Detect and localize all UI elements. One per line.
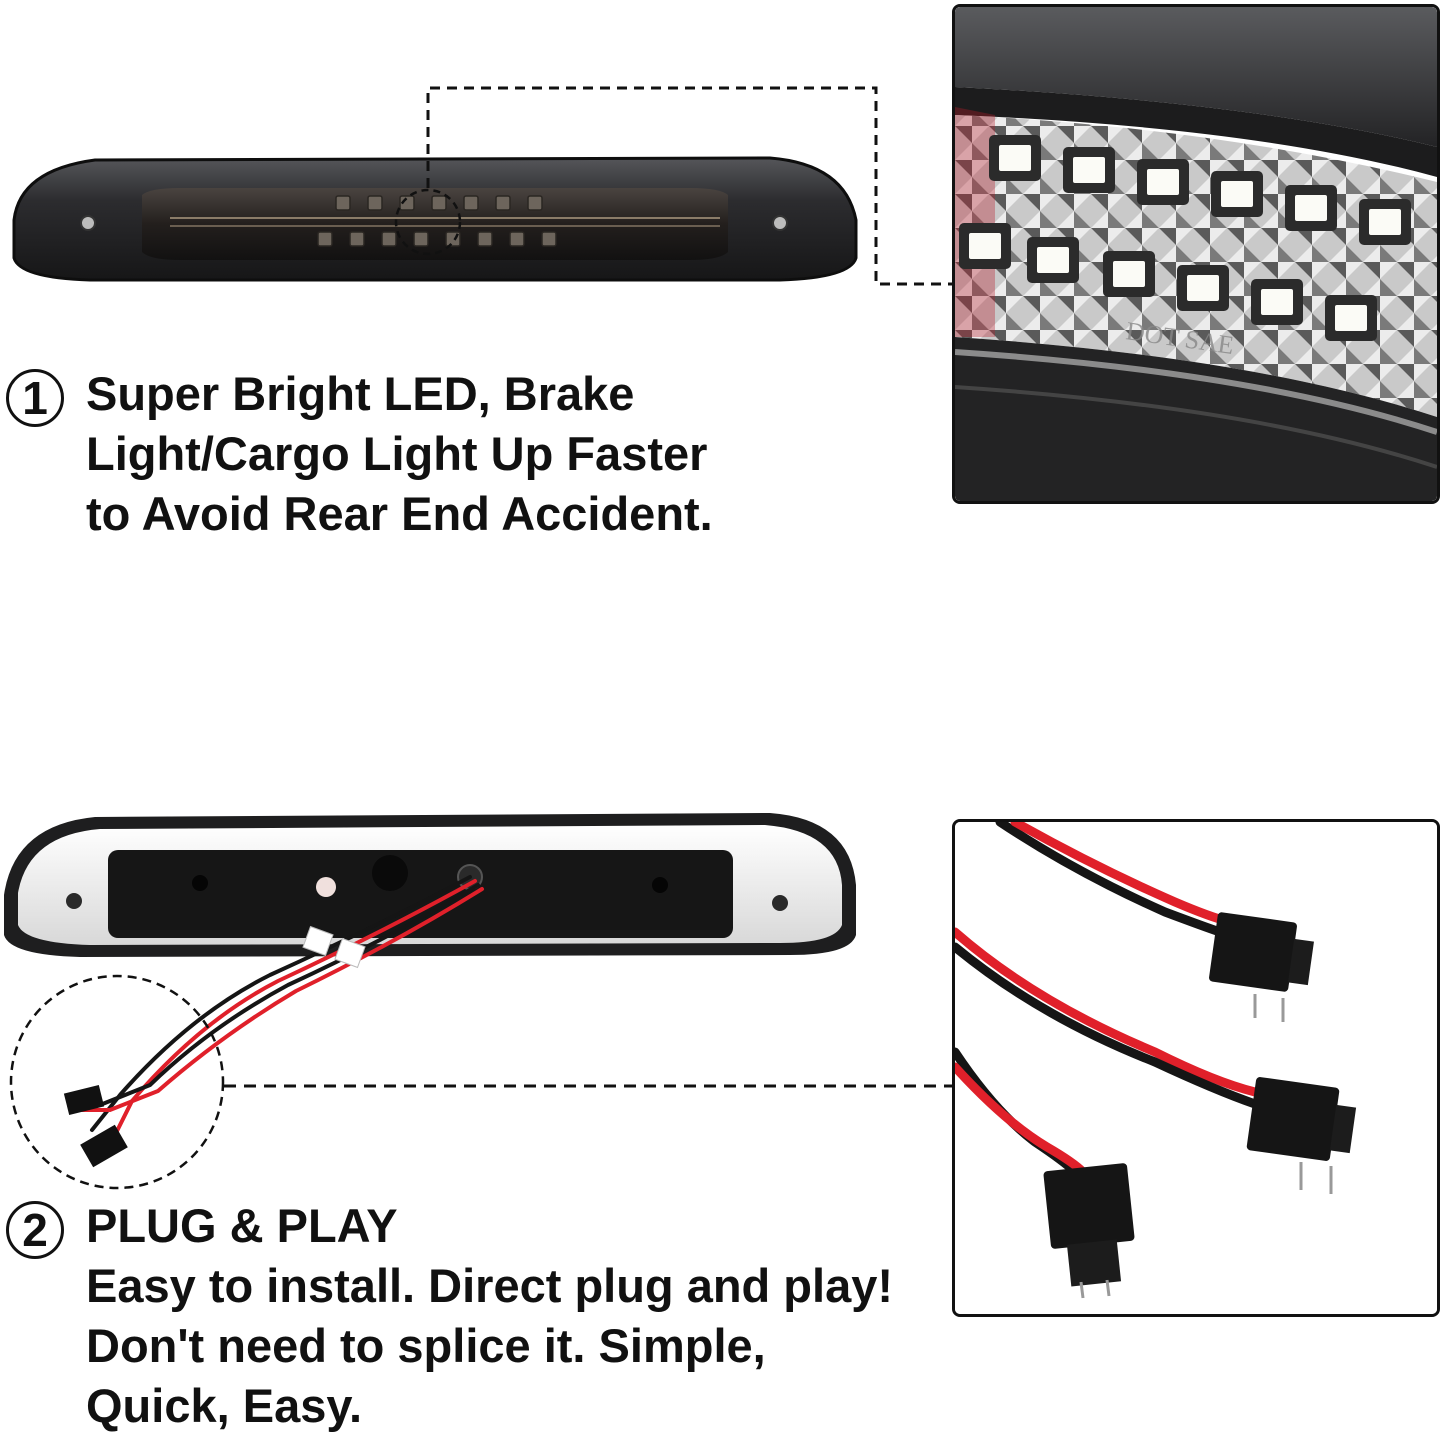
feature-1-line: to Avoid Rear End Accident. (86, 487, 713, 540)
feature-1-line: Super Bright LED, Brake (86, 367, 635, 420)
wire-connector (1043, 1163, 1135, 1299)
zoom-connector-2 (9, 974, 952, 1190)
feature-1-line: Light/Cargo Light Up Faster (86, 427, 708, 480)
feature-2-line: Easy to install. Direct plug and play! (86, 1259, 894, 1312)
led-closeup-inset: DOT SAE (952, 4, 1440, 504)
zoom-connector-1 (394, 86, 955, 286)
lamp-front-photo (0, 140, 870, 290)
feature-1-description: Super Bright LED, Brake Light/Cargo Ligh… (86, 364, 713, 544)
connector-closeup-inset (952, 819, 1440, 1317)
feature-2-title: PLUG & PLAY (86, 1199, 398, 1252)
wire-connector (1209, 912, 1314, 1022)
wire-connector (1246, 1077, 1357, 1194)
feature-number-badge: 2 (6, 1201, 64, 1259)
feature-2-line: Quick, Easy. (86, 1379, 363, 1432)
feature-2-description: PLUG & PLAY Easy to install. Direct plug… (86, 1196, 893, 1436)
feature-2-line: Don't need to splice it. Simple, (86, 1319, 766, 1372)
feature-number-badge: 1 (6, 369, 64, 427)
lamp-back-photo (0, 805, 870, 1195)
